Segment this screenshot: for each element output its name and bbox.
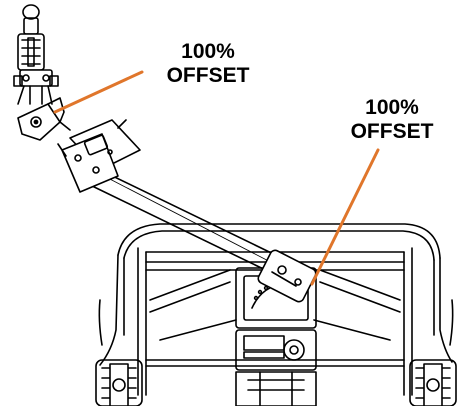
callout-label-upper: 100% OFFSET — [146, 40, 270, 88]
control-column — [235, 267, 317, 406]
callout-base-text: OFFSET — [350, 120, 434, 143]
callout-lines — [53, 70, 380, 286]
callout-line-upper — [53, 70, 144, 114]
callout-base-percent: 100% — [365, 96, 419, 119]
callout-label-base: 100% OFFSET — [330, 96, 454, 144]
callout-upper-percent: 100% — [181, 40, 235, 63]
tool-mount — [13, 4, 59, 105]
left-wheel — [95, 359, 143, 406]
callout-line-base — [310, 148, 380, 286]
callout-upper-text: OFFSET — [166, 64, 250, 87]
right-wheel — [409, 359, 457, 406]
arm-clamp-block — [57, 119, 141, 193]
arm-pivot-base — [257, 249, 317, 303]
arm-pivot-upper — [17, 97, 71, 141]
arm-boom — [87, 167, 291, 279]
